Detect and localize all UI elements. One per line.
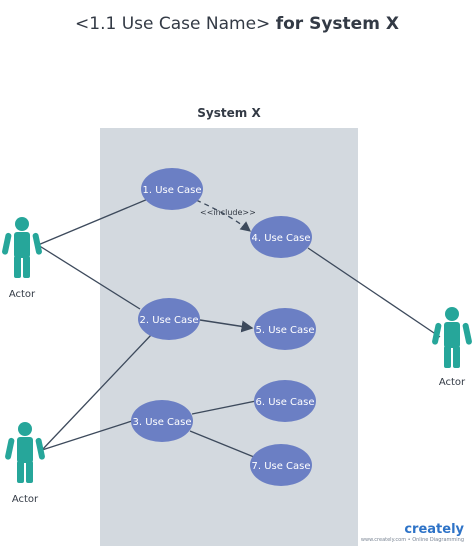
use-case-6-label: 6. Use Case [255,397,314,408]
use-case-3[interactable]: 3. Use Case [131,400,193,442]
association-uc3-uc6 [191,400,257,415]
use-case-5-label: 5. Use Case [255,325,314,336]
actor-2-label: Actor [11,494,39,505]
use-case-3-label: 3. Use Case [132,417,191,428]
system-boundary-title: System X [197,106,261,120]
diagram-title-regular: <1.1 Use Case Name> [75,14,271,34]
association-actor1-uc1 [37,198,149,246]
use-case-1-label: 1. Use Case [142,185,201,196]
use-case-2-label: 2. Use Case [139,315,198,326]
actor-3-figure[interactable] [431,307,472,368]
association-actor2-uc2 [41,333,153,451]
association-actor2-uc3 [41,420,133,451]
actor-2-figure[interactable] [4,422,45,483]
use-case-6[interactable]: 6. Use Case [254,380,316,422]
diagram-title-bold: for System X [275,14,399,34]
system-boundary [100,128,358,546]
use-case-4[interactable]: 4. Use Case [250,216,312,258]
diagram-title: <1.1 Use Case Name> for System X [0,14,474,34]
actor-1-label: Actor [8,289,36,300]
include-dependency-uc1-uc4 [195,199,252,232]
association-uc2-uc5 [199,319,254,333]
brand-name: creately [404,522,464,537]
association-uc4-actor3 [307,247,441,338]
use-case-7-label: 7. Use Case [251,461,310,472]
include-label: <<include>> [200,208,256,217]
use-case-5[interactable]: 5. Use Case [254,308,316,350]
use-case-2[interactable]: 2. Use Case [138,298,200,340]
use-case-1[interactable]: 1. Use Case [141,168,203,210]
use-case-7[interactable]: 7. Use Case [250,444,312,486]
creately-watermark: creately www.creately.com • Online Diagr… [361,522,464,543]
actor-3-label: Actor [438,377,466,388]
association-uc3-uc7 [189,430,255,458]
actor-1-figure[interactable] [1,217,42,278]
brand-tagline: www.creately.com • Online Diagramming [360,537,464,543]
use-case-4-label: 4. Use Case [251,233,310,244]
association-actor1-uc2 [37,244,141,310]
